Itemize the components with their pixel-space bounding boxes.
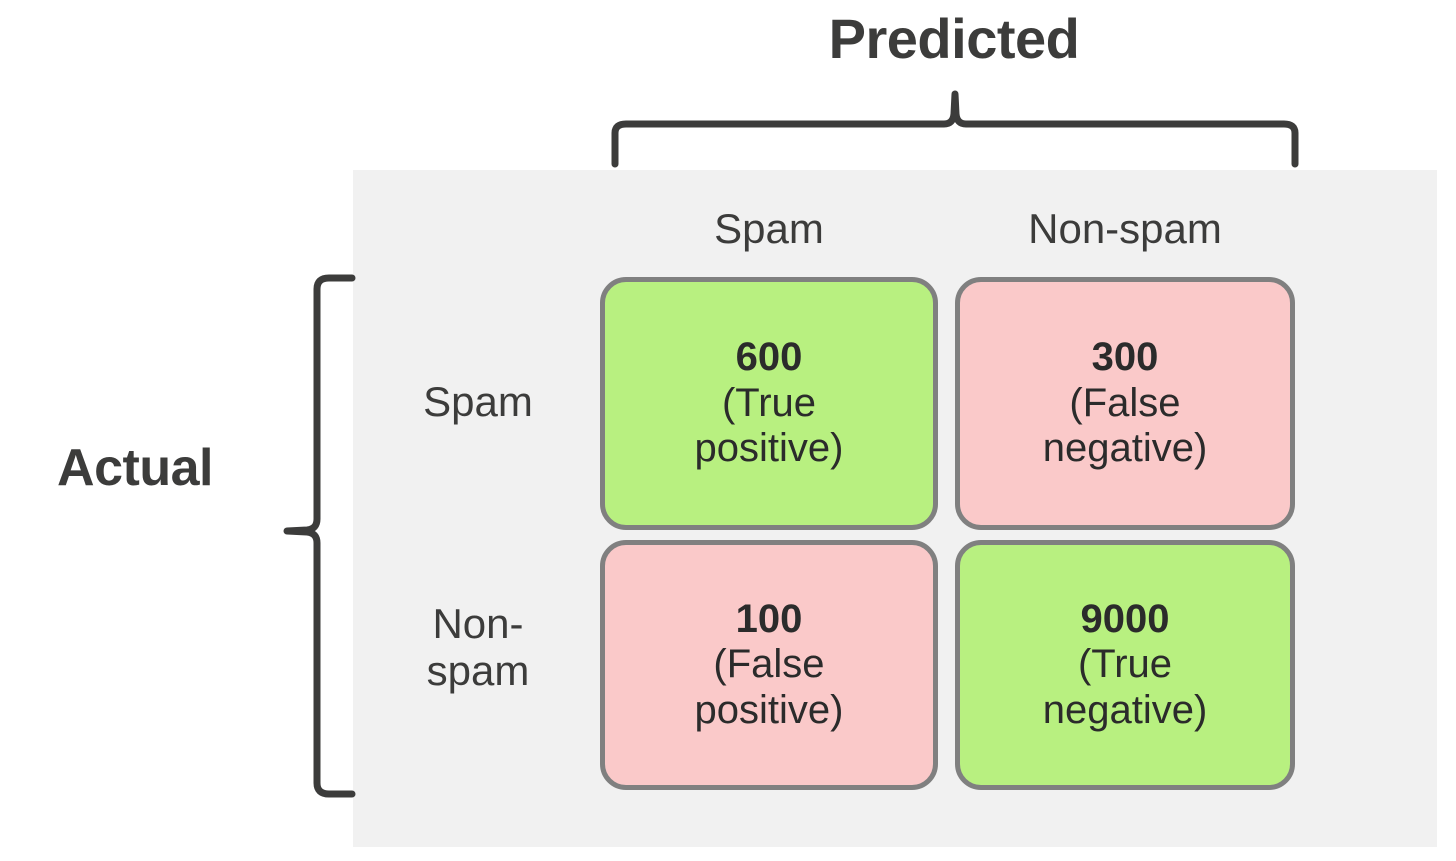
cell-false-negative-count: 300 bbox=[1091, 335, 1159, 380]
row-header-non-spam: Non-spam bbox=[372, 600, 584, 694]
cell-true-negative-count: 9000 bbox=[1080, 596, 1170, 641]
actual-brace-icon bbox=[283, 274, 356, 798]
cell-false-positive-count: 100 bbox=[735, 596, 803, 641]
predicted-axis-title: Predicted bbox=[828, 7, 1080, 70]
actual-axis-title: Actual bbox=[57, 439, 213, 497]
cell-true-positive-count: 600 bbox=[735, 335, 803, 380]
column-header-non-spam: Non-spam bbox=[1028, 205, 1222, 252]
predicted-brace-icon bbox=[611, 90, 1299, 168]
row-header-spam: Spam bbox=[423, 378, 533, 425]
column-header-spam: Spam bbox=[714, 205, 824, 252]
row-header-non-spam-text: Non-spam bbox=[426, 600, 530, 695]
